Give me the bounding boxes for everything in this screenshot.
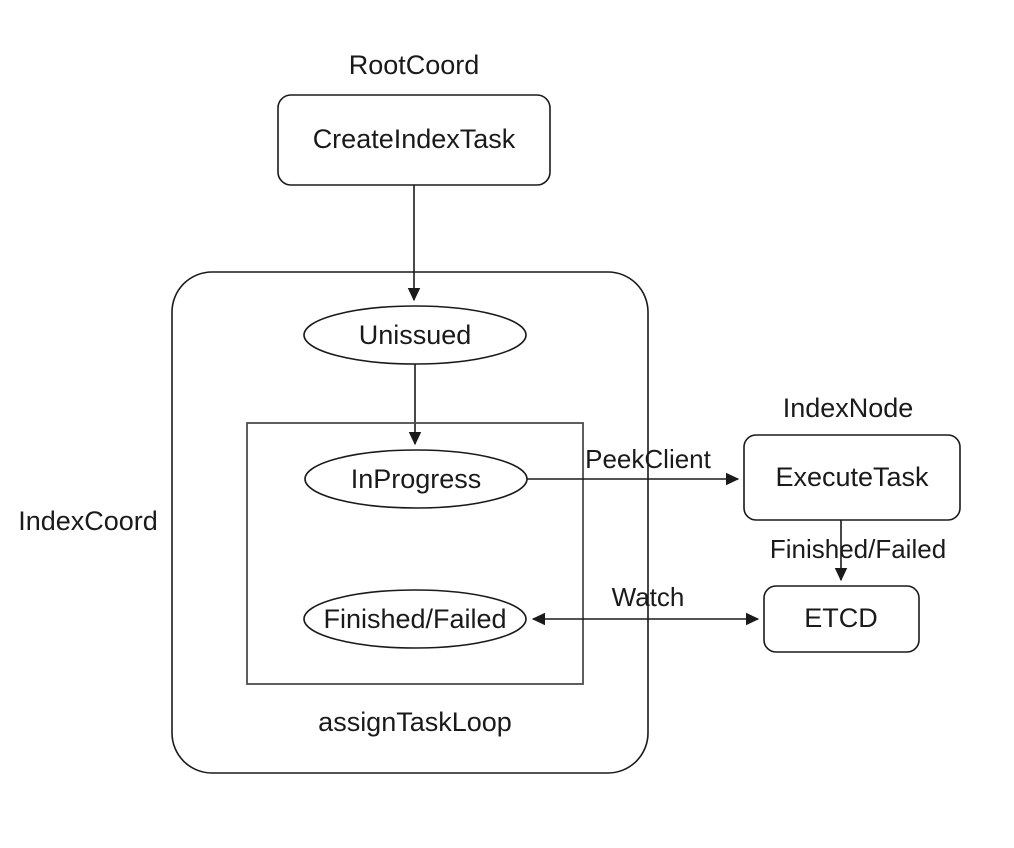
node-create-index-task-label: CreateIndexTask (313, 124, 516, 154)
node-etcd[interactable]: ETCD (763, 585, 920, 653)
node-execute-task-label: ExecuteTask (775, 462, 929, 492)
edge-execute-task-to-etcd: Finished/Failed (770, 520, 946, 582)
node-etcd-shape (763, 585, 920, 653)
node-etcd-label: ETCD (804, 603, 878, 633)
node-in-progress-label: InProgress (351, 464, 482, 494)
group-assign-task-loop-shape (246, 422, 584, 685)
node-execute-task[interactable]: ExecuteTask (743, 434, 961, 521)
node-unissued-label: Unissued (359, 320, 472, 350)
group-assign-task-loop (246, 422, 584, 685)
edge-etcd-to-finished-failed: Watch (531, 582, 760, 626)
node-finished-failed-shape (303, 589, 527, 649)
node-execute-task-shape (743, 434, 961, 521)
edge-label-peek-client: PeekClient (585, 444, 712, 474)
group-index-coord (171, 271, 649, 774)
group-label-assign-task-loop: assignTaskLoop (318, 707, 512, 737)
edge-in-progress-to-execute-task: PeekClient (527, 444, 740, 486)
group-label-index-coord: IndexCoord (18, 506, 158, 536)
node-in-progress[interactable]: InProgress (304, 449, 528, 509)
group-label-index-node: IndexNode (783, 393, 914, 423)
edge-label-finished-failed: Finished/Failed (770, 534, 946, 564)
node-finished-failed-label: Finished/Failed (323, 604, 506, 634)
group-label-rootcoord: RootCoord (349, 50, 480, 80)
node-create-index-task[interactable]: CreateIndexTask (277, 94, 551, 186)
group-index-coord-shape (171, 271, 649, 774)
node-unissued[interactable]: Unissued (303, 305, 527, 365)
node-finished-failed[interactable]: Finished/Failed (303, 589, 527, 649)
edge-label-watch: Watch (612, 582, 685, 612)
